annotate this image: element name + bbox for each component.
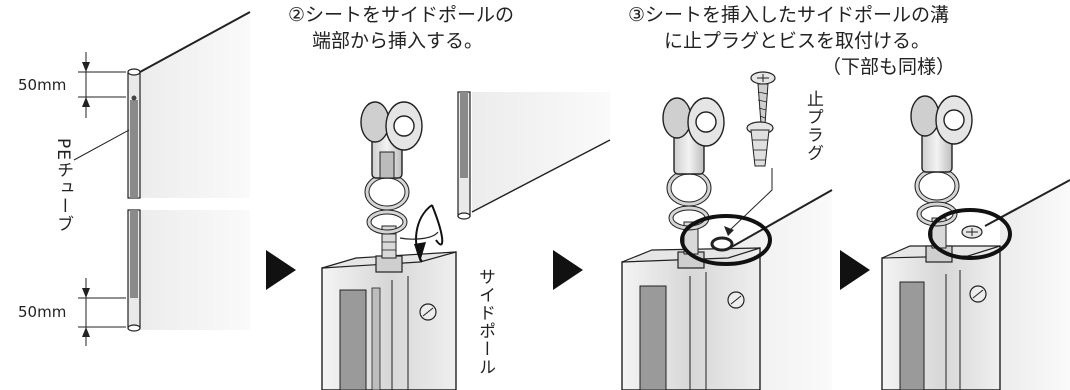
step3-caption-line2: に止プラグとビスを取付ける。 xyxy=(664,30,931,52)
dimension-bottom-label: 50mm xyxy=(18,303,67,321)
next-step-arrow-icon xyxy=(266,250,296,290)
stop-plug-label: 止プラグ xyxy=(803,90,823,162)
pe-tube-label: PEチューブ xyxy=(53,138,73,233)
next-step-arrow-icon xyxy=(840,250,870,290)
step2-caption-line2: 端部から挿入する。 xyxy=(312,30,484,52)
panel4-completed xyxy=(881,95,1070,390)
next-step-arrow-icon xyxy=(553,250,583,290)
panel1-sheet-with-pe-tube xyxy=(73,11,251,346)
step3-caption-line1: ③シートを挿入したサイドポールの溝 xyxy=(628,4,950,26)
highlight-circle xyxy=(928,208,1012,260)
panel2-insert-sheet xyxy=(321,91,611,390)
panel3-plug-and-screw xyxy=(621,71,833,390)
side-pole-label: サイドポール xyxy=(475,268,495,376)
step2-caption-line1: ②シートをサイドポールの xyxy=(288,4,515,26)
step3-caption-line3: （下部も同様） xyxy=(822,56,956,78)
dimension-top-label: 50mm xyxy=(18,76,67,94)
highlight-circle xyxy=(680,214,772,266)
